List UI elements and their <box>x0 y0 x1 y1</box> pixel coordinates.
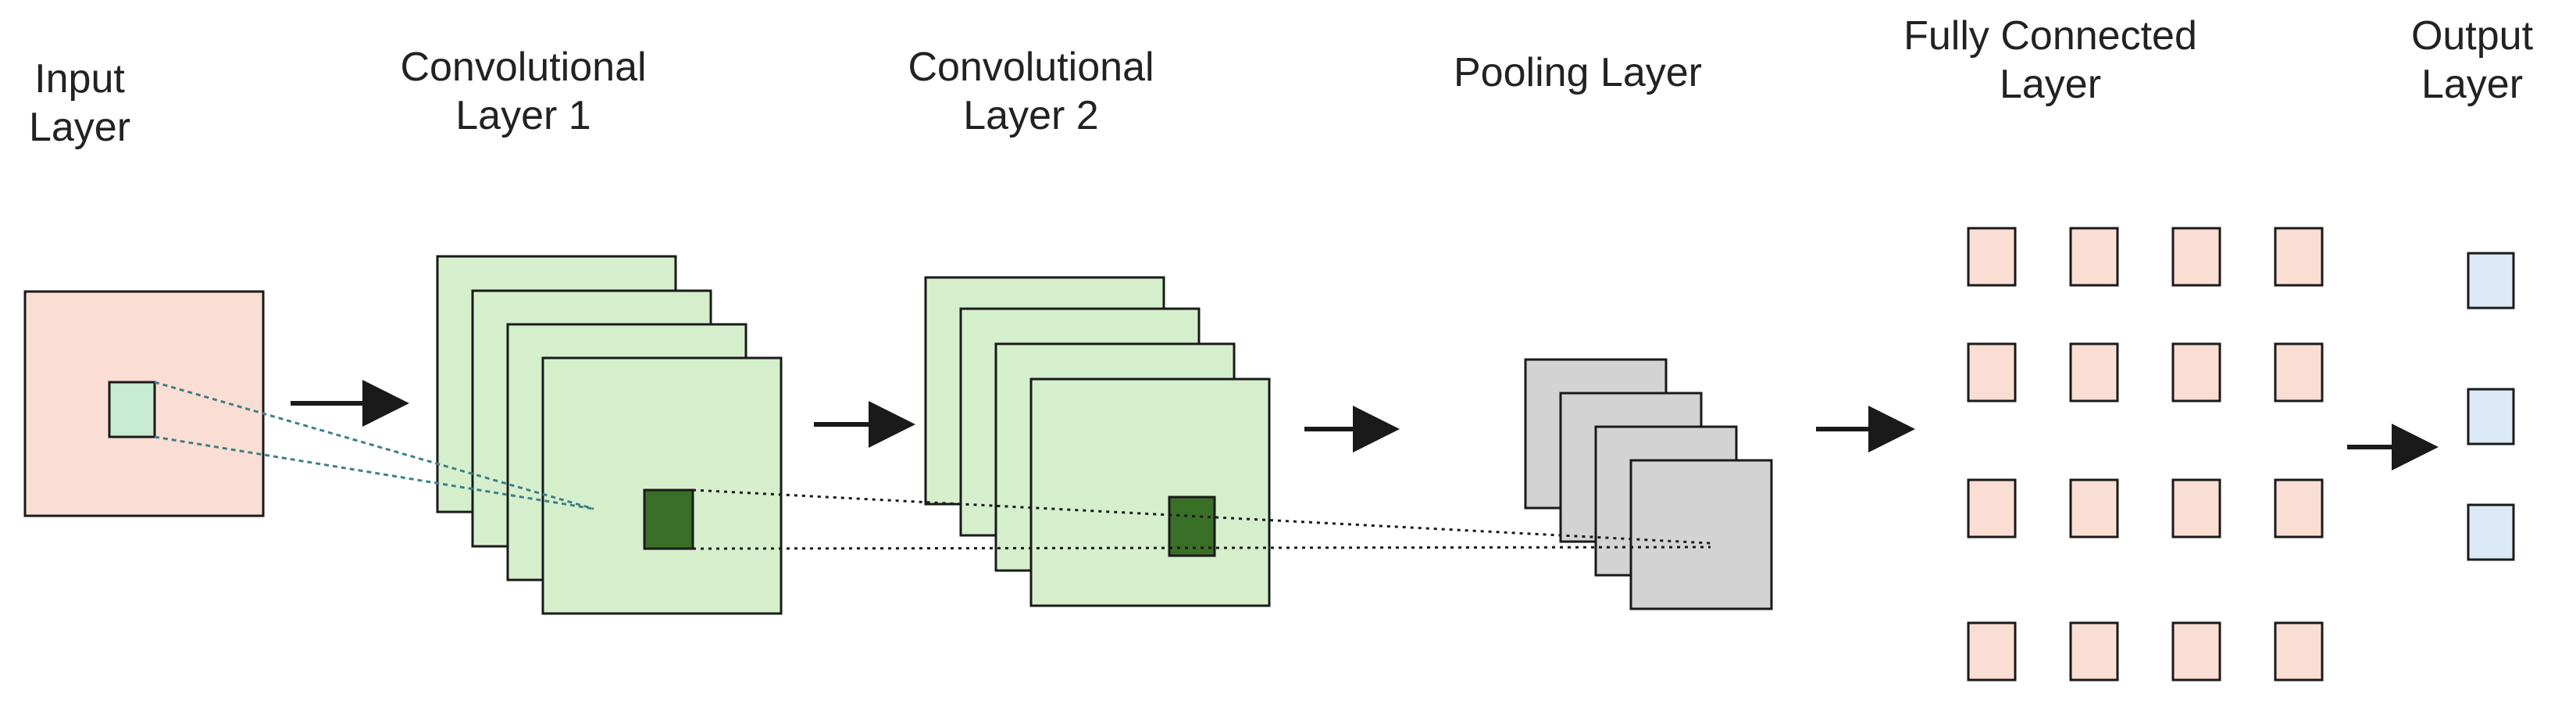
projection-line-input <box>154 435 594 510</box>
output-nodes <box>2467 252 2515 561</box>
fc-node <box>2171 478 2221 538</box>
fc-nodes <box>1967 227 2324 682</box>
conv1-map <box>541 356 783 615</box>
projection-line-input <box>154 381 594 510</box>
fc-node <box>2274 621 2324 682</box>
pooling-feature-maps <box>1524 358 1773 610</box>
fc-node <box>2274 478 2324 538</box>
conv1-feature-maps <box>436 255 783 615</box>
pooling-layer-title: Pooling Layer <box>1454 50 1702 95</box>
projection-line-conv <box>692 488 1711 545</box>
pool-map <box>1629 459 1773 610</box>
fc-node <box>2171 621 2221 682</box>
fc-node <box>2274 227 2324 287</box>
fc-node <box>1967 227 2017 287</box>
output-node <box>2467 252 2515 309</box>
input-receptive-patch <box>108 381 156 438</box>
conv2-kernel <box>1168 496 1216 557</box>
fc-node <box>1967 621 2017 682</box>
fc-node <box>2171 227 2221 287</box>
fc-node <box>2069 478 2119 538</box>
fc-node <box>2171 342 2221 403</box>
fc-node <box>2069 621 2119 682</box>
fc-node <box>2274 342 2324 403</box>
fc-node <box>1967 342 2017 403</box>
output-node <box>2467 503 2515 561</box>
fc-node <box>2069 227 2119 287</box>
projection-line-conv <box>692 546 1711 550</box>
fc-node <box>2069 342 2119 403</box>
output-node <box>2467 388 2515 445</box>
conv2-feature-maps <box>924 276 1271 607</box>
conv2-map <box>1029 377 1271 607</box>
conv1-kernel <box>643 488 694 550</box>
fc-node <box>1967 478 2017 538</box>
